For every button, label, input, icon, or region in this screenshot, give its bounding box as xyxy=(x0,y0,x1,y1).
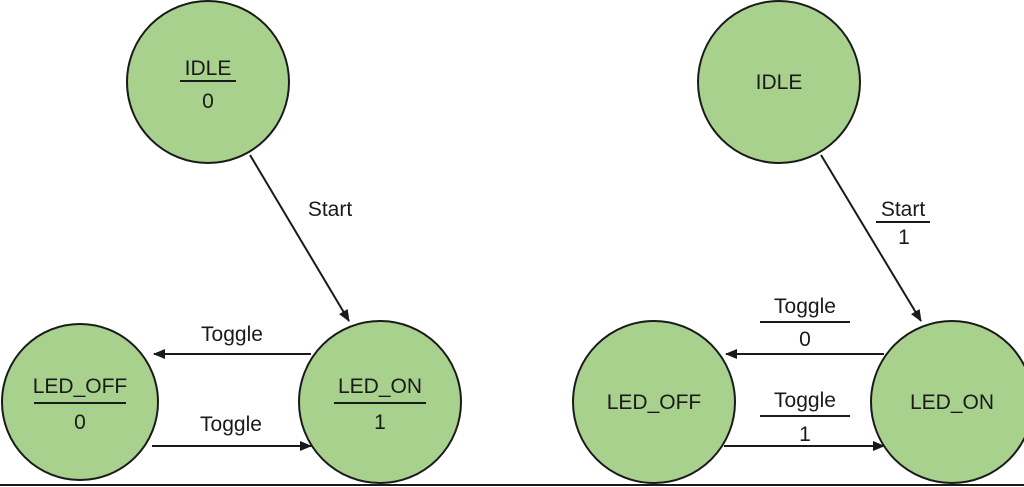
moore-state-led-off: LED_OFF 0 xyxy=(1,323,159,481)
mealy-state-led-off: LED_OFF xyxy=(572,320,736,484)
moore-toggle-label-top: Toggle xyxy=(201,323,263,346)
mealy-toggle-bottom-output: 1 xyxy=(799,423,811,446)
moore-state-idle: IDLE 0 xyxy=(126,0,290,164)
moore-diagram: IDLE 0 LED_OFF 0 LED_ON 1 Start Toggle T… xyxy=(1,0,462,484)
moore-transition-start: Start xyxy=(249,154,353,322)
mealy-state-led-on: LED_ON xyxy=(870,320,1024,484)
mealy-start-output: 1 xyxy=(898,226,910,249)
moore-led-off-name: LED_OFF xyxy=(33,375,128,398)
mealy-transition-on-to-off: Toggle 0 xyxy=(725,295,884,359)
moore-led-on-name: LED_ON xyxy=(338,375,422,398)
mealy-toggle-bottom-input: Toggle xyxy=(774,389,836,412)
moore-idle-name: IDLE xyxy=(185,57,232,80)
mealy-diagram: IDLE LED_OFF LED_ON Start 1 Toggle 0 Tog… xyxy=(572,0,1024,484)
moore-led-on-output: 1 xyxy=(374,411,386,434)
moore-start-label: Start xyxy=(308,198,353,221)
moore-start-arrow xyxy=(249,154,350,322)
mealy-transition-off-to-on: Toggle 1 xyxy=(724,389,885,451)
moore-state-led-on: LED_ON 1 xyxy=(298,320,462,484)
moore-idle-output: 0 xyxy=(202,90,214,113)
mealy-led-off-name: LED_OFF xyxy=(607,391,702,414)
moore-toggle-label-bottom: Toggle xyxy=(200,413,262,436)
mealy-start-input: Start xyxy=(881,198,926,221)
mealy-transition-start: Start 1 xyxy=(820,154,930,322)
mealy-led-on-name: LED_ON xyxy=(910,391,994,414)
mealy-start-arrow xyxy=(820,154,922,322)
moore-led-off-output: 0 xyxy=(74,411,86,434)
mealy-toggle-top-input: Toggle xyxy=(774,295,836,318)
mealy-toggle-top-output: 0 xyxy=(799,328,811,351)
moore-transition-on-to-off: Toggle xyxy=(153,323,311,359)
mealy-idle-name: IDLE xyxy=(756,71,803,94)
moore-transition-off-to-on: Toggle xyxy=(152,413,312,451)
mealy-state-idle: IDLE xyxy=(697,0,861,164)
